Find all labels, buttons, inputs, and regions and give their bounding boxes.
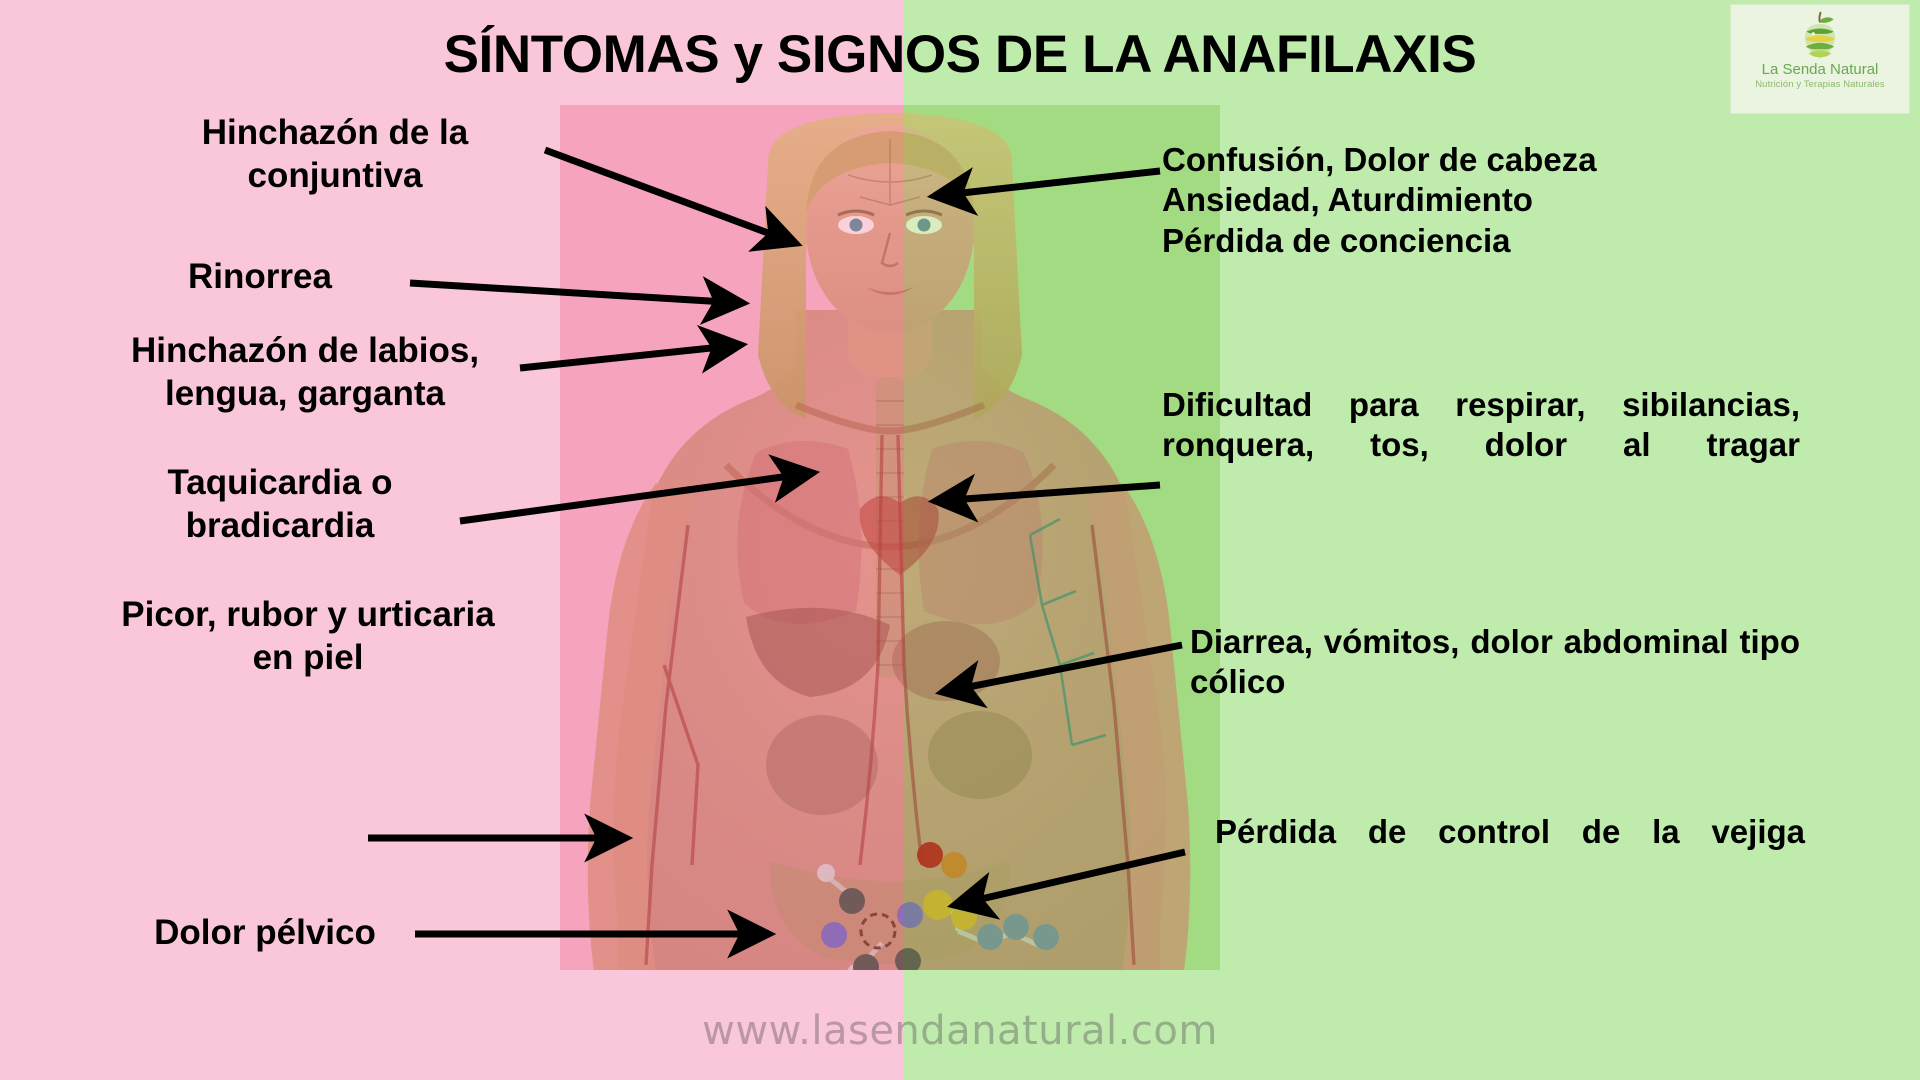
- label-pelvico: Dolor pélvico: [110, 912, 420, 955]
- label-conjuntiva-line-1: Hinchazón de la: [201, 113, 469, 152]
- figure-intestines-right: [928, 711, 1032, 799]
- logo-tagline: Nutrición y Terapias Naturales: [1755, 79, 1885, 90]
- label-digestivo: Diarrea, vómitos, dolor abdominal tipo c…: [1190, 623, 1800, 701]
- label-cardio-line-2: bradicardia: [185, 505, 375, 545]
- label-neuro-line-1: Confusión, Dolor de cabeza: [1162, 141, 1597, 178]
- label-conjuntiva: Hinchazón de la conjuntiva: [120, 112, 550, 197]
- label-pelvico-line-1: Dolor pélvico: [154, 913, 376, 952]
- brand-logo: La Senda Natural Nutrición y Terapias Na…: [1730, 4, 1910, 114]
- website-url: www.lasendanatural.com: [702, 1008, 1218, 1054]
- label-labios-line-2: lengua, garganta: [164, 373, 446, 413]
- figure-right-lung: [918, 440, 1043, 625]
- page-title: SÍNTOMAS y SIGNOS DE LA ANAFILAXIS: [443, 25, 1477, 84]
- anatomy-figure-illustration: [587, 113, 1191, 970]
- label-piel-line-2: en piel: [252, 637, 364, 677]
- label-labios: Hinchazón de labios, lengua, garganta: [70, 330, 540, 415]
- anatomy-figure: [560, 105, 1220, 970]
- label-neuro-line-2: Ansiedad, Aturdimiento: [1162, 181, 1533, 219]
- label-labios-line-1: Hinchazón de labios,: [130, 331, 480, 370]
- apple-spiral-icon: [1805, 11, 1835, 59]
- label-piel-line-1: Picor, rubor y urticaria: [121, 595, 495, 634]
- label-neuro-line-3: Pérdida de conciencia: [1162, 221, 1511, 259]
- figure-intestines-left: [766, 715, 878, 815]
- label-rinorrea: Rinorrea: [110, 256, 410, 299]
- figure-left-lung: [737, 440, 862, 625]
- label-cardio-line-1: Taquicardia o: [167, 463, 393, 502]
- label-piel: Picor, rubor y urticaria en piel: [38, 594, 578, 679]
- figure-stomach: [892, 621, 1000, 701]
- label-conjuntiva-line-2: conjuntiva: [247, 155, 423, 195]
- figure-left-iris: [849, 218, 863, 232]
- label-respiratorio: Dificultad para respirar, sibilancias, r…: [1162, 386, 1800, 464]
- label-neuro: Confusión, Dolor de cabeza Ansiedad, Atu…: [1162, 140, 1782, 301]
- label-rinorrea-line-1: Rinorrea: [188, 257, 332, 296]
- label-cardio: Taquicardia o bradicardia: [100, 462, 460, 547]
- label-vejiga: Pérdida de control de la vejiga: [1215, 813, 1805, 850]
- logo-name: La Senda Natural: [1761, 61, 1879, 78]
- figure-right-iris: [917, 218, 931, 232]
